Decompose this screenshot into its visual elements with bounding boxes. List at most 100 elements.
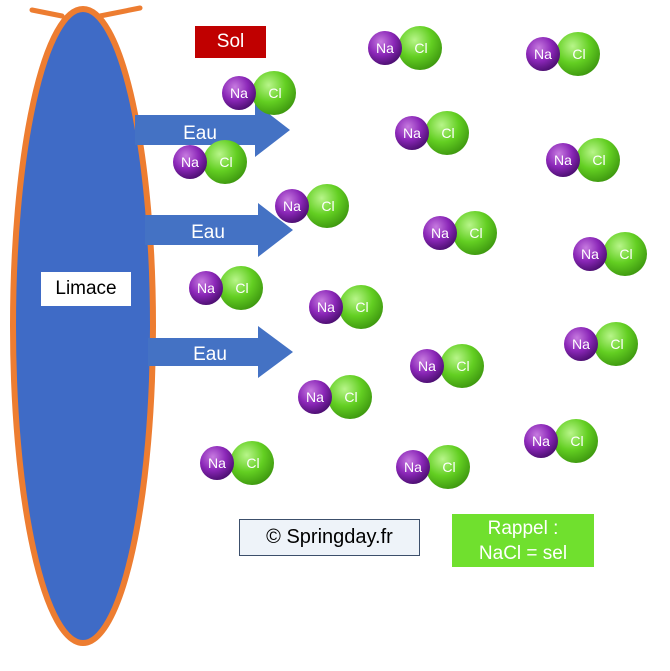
chlorine-symbol: Cl — [355, 299, 368, 315]
sodium-atom — [173, 145, 207, 179]
sodium-atom — [573, 237, 607, 271]
chlorine-atom — [453, 211, 497, 255]
sodium-atom — [396, 450, 430, 484]
chlorine-atom — [230, 441, 274, 485]
chlorine-atom — [426, 445, 470, 489]
sodium-symbol: Na — [572, 336, 590, 352]
chlorine-symbol: Cl — [442, 459, 455, 475]
chlorine-atom — [339, 285, 383, 329]
sodium-atom — [564, 327, 598, 361]
sodium-symbol: Na — [532, 433, 550, 449]
sodium-atom — [189, 271, 223, 305]
chlorine-atom — [398, 26, 442, 70]
nacl-molecule: Na Cl — [275, 184, 349, 228]
slug-label: Limace — [41, 272, 131, 306]
sodium-symbol: Na — [431, 225, 449, 241]
nacl-molecule: Na Cl — [546, 138, 620, 182]
chlorine-symbol: Cl — [219, 154, 232, 170]
sodium-atom — [200, 446, 234, 480]
water-arrow — [135, 103, 290, 157]
chlorine-atom — [576, 138, 620, 182]
sodium-symbol: Na — [197, 280, 215, 296]
sodium-symbol: Na — [306, 389, 324, 405]
nacl-molecule: Na Cl — [526, 32, 600, 76]
chlorine-atom — [203, 140, 247, 184]
sodium-symbol: Na — [554, 152, 572, 168]
chlorine-atom — [305, 184, 349, 228]
copyright-notice: © Springday.fr — [239, 519, 420, 556]
sodium-atom — [275, 189, 309, 223]
chlorine-symbol: Cl — [268, 85, 281, 101]
nacl-molecule: Na Cl — [368, 26, 442, 70]
sodium-symbol: Na — [404, 459, 422, 475]
chlorine-symbol: Cl — [456, 358, 469, 374]
water-arrow — [148, 326, 293, 378]
nacl-molecule: Na Cl — [395, 111, 469, 155]
nacl-molecule: Na Cl — [573, 232, 647, 276]
water-arrow — [145, 203, 293, 257]
sodium-atom — [368, 31, 402, 65]
chlorine-symbol: Cl — [572, 46, 585, 62]
chlorine-atom — [554, 419, 598, 463]
sodium-atom — [546, 143, 580, 177]
nacl-molecule: Na Cl — [309, 285, 383, 329]
slug-antenna-left — [29, 7, 65, 19]
soil-label: Sol — [195, 26, 266, 58]
chlorine-atom — [425, 111, 469, 155]
sodium-atom — [309, 290, 343, 324]
water-label: Eau — [191, 222, 225, 243]
sodium-atom — [395, 116, 429, 150]
chlorine-atom — [328, 375, 372, 419]
chlorine-atom — [556, 32, 600, 76]
nacl-molecule: Na Cl — [173, 140, 247, 184]
sodium-atom — [524, 424, 558, 458]
sodium-symbol: Na — [581, 246, 599, 262]
chlorine-atom — [603, 232, 647, 276]
nacl-molecule: Na Cl — [396, 445, 470, 489]
chlorine-symbol: Cl — [610, 336, 623, 352]
water-label: Eau — [193, 344, 227, 365]
chlorine-symbol: Cl — [592, 152, 605, 168]
reminder-title: Rappel : — [487, 517, 559, 539]
nacl-molecule: Na Cl — [564, 322, 638, 366]
nacl-molecule: Na Cl — [200, 441, 274, 485]
sodium-atom — [222, 76, 256, 110]
chlorine-symbol: Cl — [246, 455, 259, 471]
chlorine-symbol: Cl — [235, 280, 248, 296]
chlorine-symbol: Cl — [570, 433, 583, 449]
nacl-molecule: Na Cl — [524, 419, 598, 463]
chlorine-symbol: Cl — [321, 198, 334, 214]
chlorine-symbol: Cl — [414, 40, 427, 56]
nacl-molecule: Na Cl — [189, 266, 263, 310]
sodium-atom — [423, 216, 457, 250]
sodium-symbol: Na — [181, 154, 199, 170]
slug-antenna-right — [97, 5, 143, 19]
sodium-symbol: Na — [403, 125, 421, 141]
sodium-symbol: Na — [534, 46, 552, 62]
reminder-formula: NaCl = sel — [478, 542, 568, 564]
water-label: Eau — [183, 123, 217, 144]
reminder-box: Rappel : NaCl = sel — [452, 514, 594, 567]
sodium-symbol: Na — [208, 455, 226, 471]
sodium-symbol: Na — [283, 198, 301, 214]
chlorine-atom — [219, 266, 263, 310]
sodium-symbol: Na — [376, 40, 394, 56]
chlorine-symbol: Cl — [344, 389, 357, 405]
chlorine-atom — [440, 344, 484, 388]
sodium-atom — [298, 380, 332, 414]
nacl-molecule: Na Cl — [298, 375, 372, 419]
sodium-atom — [410, 349, 444, 383]
chlorine-atom — [594, 322, 638, 366]
nacl-molecule: Na Cl — [423, 211, 497, 255]
chlorine-symbol: Cl — [469, 225, 482, 241]
sodium-atom — [526, 37, 560, 71]
sodium-symbol: Na — [317, 299, 335, 315]
chlorine-atom — [252, 71, 296, 115]
chlorine-symbol: Cl — [619, 246, 632, 262]
chlorine-symbol: Cl — [441, 125, 454, 141]
